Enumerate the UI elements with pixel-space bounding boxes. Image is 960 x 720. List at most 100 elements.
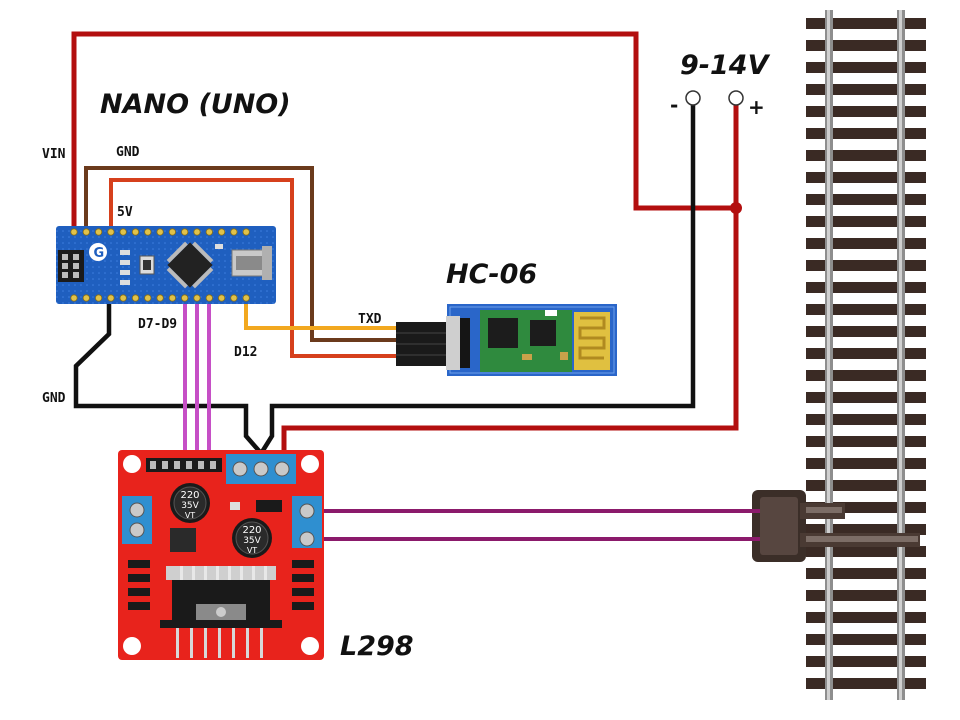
right-rail xyxy=(897,10,905,700)
gnd-left-label: GND xyxy=(42,391,66,406)
vin-wire xyxy=(71,31,736,230)
track-tie xyxy=(806,172,926,183)
l298-board: 220 35V VT 220 35V VT xyxy=(118,450,324,660)
5v-label: 5V xyxy=(117,205,133,220)
nano-pin xyxy=(168,294,176,302)
track-tie xyxy=(806,260,926,271)
track-feed-wires xyxy=(322,509,760,541)
junction-dot xyxy=(730,202,742,214)
capacitor-icon: 220 35V VT xyxy=(170,483,210,523)
power-terminals xyxy=(685,90,744,106)
track-tie xyxy=(806,590,926,601)
chip-icon xyxy=(488,318,518,348)
track-tie xyxy=(806,678,926,689)
track-tie xyxy=(806,436,926,447)
capacitor-value: 220 xyxy=(242,525,261,536)
capacitor-series: VT xyxy=(185,511,195,520)
plus-supply-wire xyxy=(281,104,739,458)
pin-header-icon xyxy=(58,250,84,282)
minus-supply-wire xyxy=(260,104,696,454)
nano-pin xyxy=(156,294,164,302)
nano-pin xyxy=(119,228,127,236)
nano-pin xyxy=(95,228,103,236)
nano-pin xyxy=(144,228,152,236)
d7-d9-wires xyxy=(183,300,211,458)
nano-bottom-pin-row xyxy=(70,294,250,302)
track-tie xyxy=(806,106,926,117)
track-tie xyxy=(806,216,926,227)
nano-pin xyxy=(144,294,152,302)
track-tie xyxy=(806,634,926,645)
track-tie xyxy=(806,194,926,205)
nano-logo-icon xyxy=(89,243,107,261)
chip-icon xyxy=(166,241,214,289)
voltage-label: 9-14V xyxy=(680,50,771,81)
track-feeder-icon xyxy=(752,490,920,562)
track-tie xyxy=(806,568,926,579)
arduino-nano-board: G xyxy=(56,226,276,304)
track-tie xyxy=(806,326,926,337)
vin-label: VIN xyxy=(42,147,66,162)
screw-terminal-icon xyxy=(292,496,322,548)
jumper-icon xyxy=(256,500,282,512)
nano-pin xyxy=(131,228,140,236)
minus-label: - xyxy=(670,93,678,117)
track-tie xyxy=(806,128,926,139)
nano-pin xyxy=(230,228,238,236)
usb-port-icon xyxy=(231,246,272,280)
nano-pin xyxy=(242,228,250,236)
d12-txd-wire xyxy=(244,300,398,330)
pin-header-icon xyxy=(146,458,222,472)
track-tie xyxy=(806,62,926,73)
wires xyxy=(71,31,760,541)
nano-pin xyxy=(82,294,90,302)
nano-pin xyxy=(70,228,78,236)
nano-pin xyxy=(95,294,103,302)
plus-label: + xyxy=(748,95,765,119)
nano-top-pin-row xyxy=(70,228,250,236)
track-tie xyxy=(806,656,926,667)
capacitor-voltage: 35V xyxy=(181,501,199,511)
track-tie xyxy=(806,18,926,29)
nano-pin xyxy=(168,228,176,236)
nano-pin xyxy=(107,228,115,236)
nano-pin xyxy=(156,228,164,236)
nano-title: NANO (UNO) xyxy=(100,89,291,120)
track-tie xyxy=(806,480,926,491)
track-ties xyxy=(806,18,926,689)
track-tie xyxy=(806,238,926,249)
nano-pin xyxy=(218,294,226,302)
capacitor-series: VT xyxy=(247,546,257,555)
track-tie xyxy=(806,524,926,535)
5v-wire-hc06 xyxy=(109,178,398,358)
track-tie xyxy=(806,392,926,403)
track-tie xyxy=(806,40,926,51)
chip-icon xyxy=(170,528,196,552)
svg-text:G: G xyxy=(94,246,105,261)
track-tie xyxy=(806,150,926,161)
l298-title: L298 xyxy=(340,631,414,662)
track-tie xyxy=(806,370,926,381)
nano-pin xyxy=(70,294,78,302)
track-tie xyxy=(806,502,926,513)
nano-pin xyxy=(181,294,189,302)
pin-header-icon xyxy=(396,316,470,370)
minus-terminal-icon xyxy=(685,90,701,106)
nano-pin xyxy=(193,294,201,302)
nano-pin xyxy=(119,294,127,302)
nano-pin xyxy=(181,228,189,236)
capacitor-icon: 220 35V VT xyxy=(232,518,272,558)
nano-pin xyxy=(242,294,250,302)
nano-pin xyxy=(193,228,201,236)
gnd-top-label: GND xyxy=(116,145,140,160)
railroad-track xyxy=(752,10,926,700)
track-tie xyxy=(806,84,926,95)
nano-pin xyxy=(205,228,213,236)
nano-pin xyxy=(131,294,140,302)
capacitor-value: 220 xyxy=(180,490,199,501)
nano-pin xyxy=(107,294,115,302)
track-tie xyxy=(806,414,926,425)
hc06-module xyxy=(396,304,617,376)
screw-terminal-icon xyxy=(122,496,152,544)
track-tie xyxy=(806,304,926,315)
